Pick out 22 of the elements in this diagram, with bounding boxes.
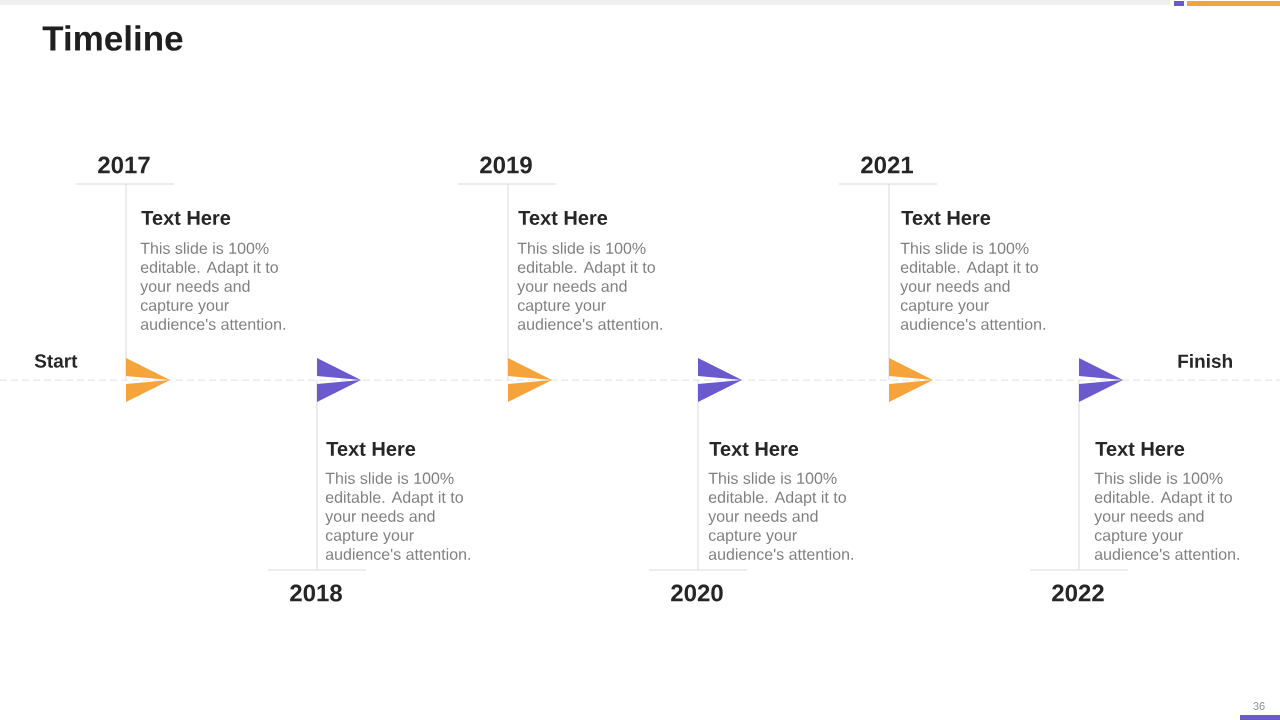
milestone-heading: Text Here (141, 211, 231, 225)
year-label: 2022 (1052, 584, 1104, 602)
milestone-heading: Text Here (1095, 442, 1185, 456)
milestone-description: This slide is 100% editable. Adapt it to your needs and capture your audience's attention. (517, 242, 662, 330)
milestone-description: This slide is 100% editable. Adapt it to your needs and capture your audience's attention. (900, 242, 1045, 330)
milestone-description: This slide is 100% editable. Adapt it to your needs and capture your audience's attention. (708, 472, 853, 560)
timeline-label: Start (34, 354, 78, 368)
milestone-description: This slide is 100% editable. Adapt it to your needs and capture your audience's attention. (1094, 472, 1239, 560)
year-label: 2021 (861, 156, 913, 174)
year-label: 2020 (671, 584, 723, 602)
milestone-heading: Text Here (901, 211, 991, 225)
milestone-description: This slide is 100% editable. Adapt it to your needs and capture your audience's attention. (325, 472, 470, 560)
milestone-heading: Text Here (326, 442, 416, 456)
year-label: 2019 (480, 156, 532, 174)
timeline-label: Finish (1178, 354, 1232, 368)
year-label: 2018 (290, 584, 342, 602)
milestone-description: This slide is 100% editable. Adapt it to your needs and capture your audience's attention. (140, 242, 285, 330)
slide-title: Timeline (42, 25, 183, 51)
milestone-heading: Text Here (709, 442, 799, 456)
year-label: 2017 (98, 156, 150, 174)
milestone-heading: Text Here (518, 211, 608, 225)
page-number: 36 (1253, 702, 1265, 710)
